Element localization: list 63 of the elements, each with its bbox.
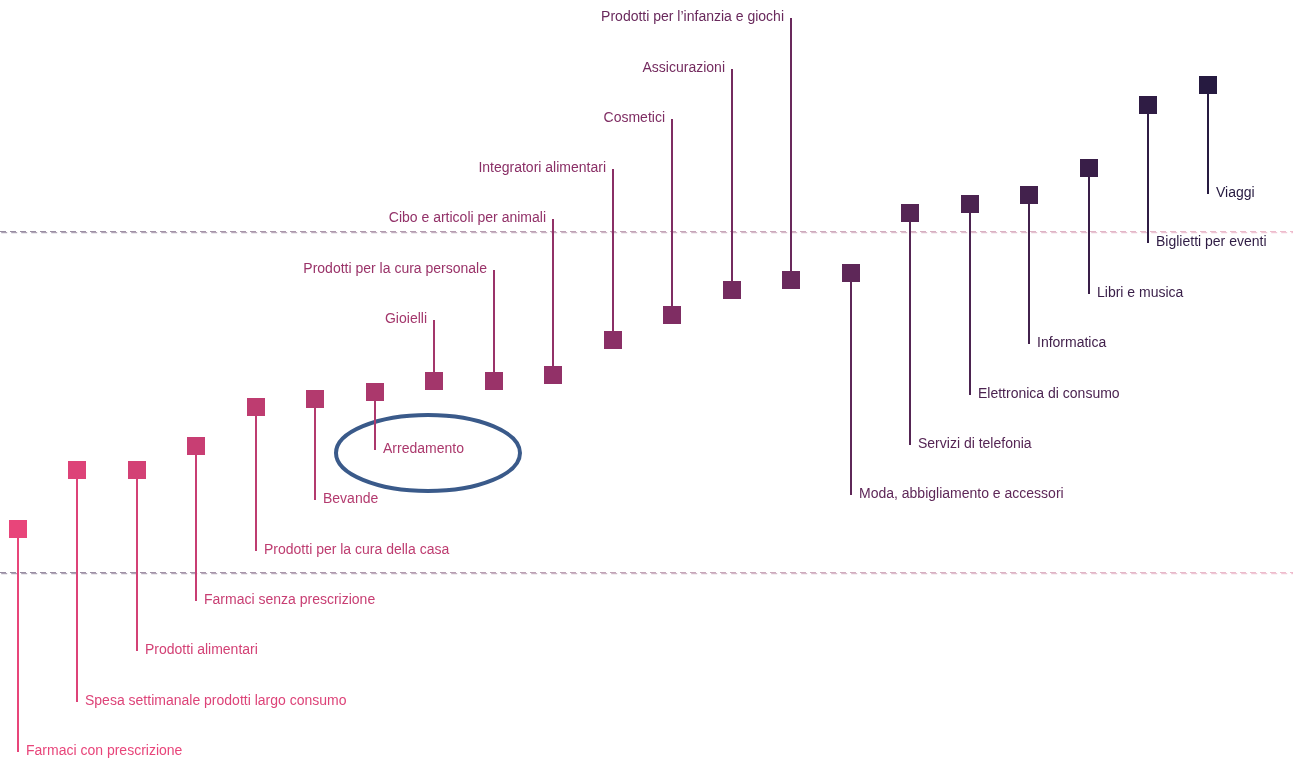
category-label: Libri e musica <box>1089 284 1184 304</box>
square-marker <box>187 437 205 455</box>
leader-line <box>195 454 197 602</box>
leader-line <box>909 221 911 446</box>
leader-line <box>255 415 257 552</box>
category-label: Viaggi <box>1208 184 1255 204</box>
category-label: Cosmetici <box>603 109 672 129</box>
category-label: Prodotti per l’infanzia e giochi <box>601 8 791 28</box>
category-label: Farmaci con prescrizione <box>18 742 183 760</box>
leader-line <box>433 319 435 373</box>
square-marker <box>604 331 622 349</box>
square-marker <box>901 204 919 222</box>
square-marker <box>782 271 800 289</box>
category-label: Farmaci senza prescrizione <box>196 591 376 611</box>
category-label: Assicurazioni <box>642 59 732 79</box>
square-marker <box>306 390 324 408</box>
square-marker <box>723 281 741 299</box>
category-label: Cibo e articoli per animali <box>388 209 553 229</box>
leader-line <box>374 400 376 451</box>
category-label: Prodotti per la cura personale <box>303 260 494 280</box>
square-marker <box>663 306 681 324</box>
leader-line <box>1028 203 1030 345</box>
leader-line <box>790 17 792 272</box>
square-marker <box>1199 76 1217 94</box>
leader-line <box>671 118 673 307</box>
leader-line <box>850 281 852 496</box>
category-label: Informatica <box>1029 334 1107 354</box>
square-marker <box>1020 186 1038 204</box>
category-label: Arredamento <box>375 440 464 460</box>
leader-line <box>969 212 971 396</box>
leader-line <box>1147 113 1149 244</box>
leader-line <box>1207 93 1209 195</box>
leader-line <box>612 168 614 332</box>
square-marker <box>485 372 503 390</box>
leader-line <box>731 68 733 282</box>
square-marker <box>961 195 979 213</box>
category-label: Biglietti per eventi <box>1148 233 1267 253</box>
square-marker <box>1139 96 1157 114</box>
category-label: Bevande <box>315 490 379 510</box>
category-label: Prodotti alimentari <box>137 641 258 661</box>
leader-line <box>17 537 19 753</box>
leader-line <box>314 407 316 501</box>
leader-line <box>552 218 554 367</box>
leader-line <box>76 478 78 703</box>
square-marker <box>425 372 443 390</box>
square-marker <box>842 264 860 282</box>
square-marker <box>544 366 562 384</box>
square-marker <box>247 398 265 416</box>
square-marker <box>1080 159 1098 177</box>
square-marker <box>128 461 146 479</box>
category-label: Integratori alimentari <box>478 159 613 179</box>
square-marker <box>68 461 86 479</box>
category-label: Spesa settimanale prodotti largo consumo <box>77 692 347 712</box>
square-marker <box>9 520 27 538</box>
category-label: Prodotti per la cura della casa <box>256 541 450 561</box>
leader-line <box>1088 176 1090 295</box>
square-marker <box>366 383 384 401</box>
category-label: Moda, abbigliamento e accessori <box>851 485 1064 505</box>
category-label: Servizi di telefonia <box>910 435 1032 455</box>
category-label: Elettronica di consumo <box>970 385 1120 405</box>
leader-line <box>136 478 138 652</box>
category-label: Gioielli <box>385 310 434 330</box>
leader-line <box>493 269 495 373</box>
